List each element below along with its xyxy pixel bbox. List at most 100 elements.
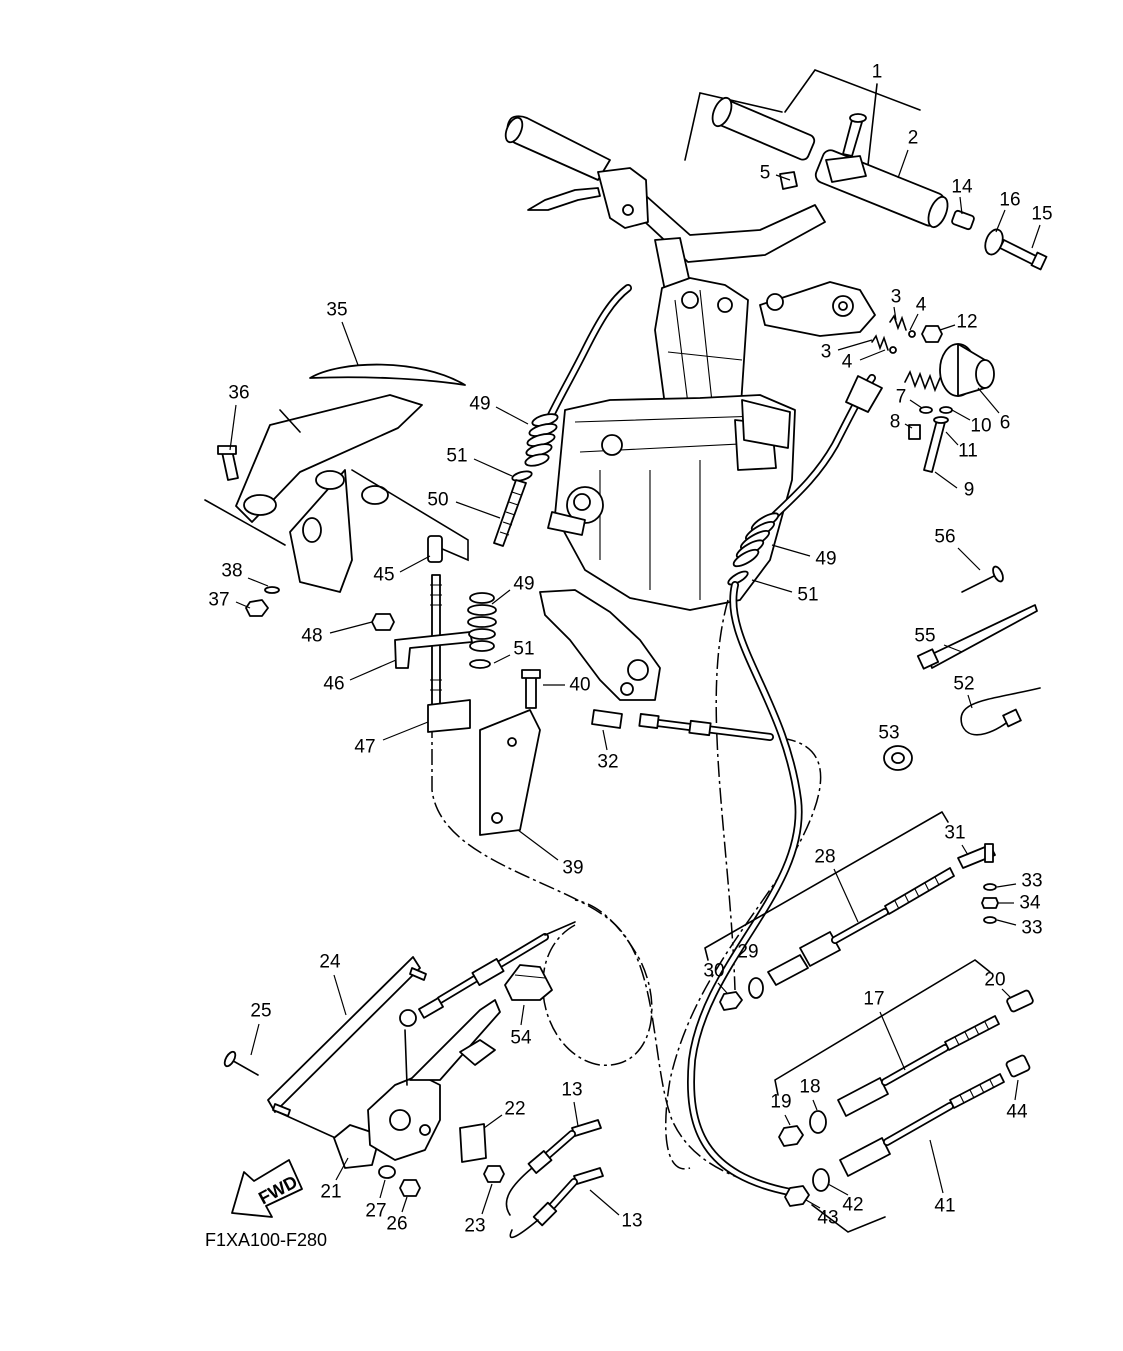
callout-number: 15 <box>1031 204 1052 225</box>
callout-number: 37 <box>208 590 229 611</box>
steering-column-shape <box>741 399 791 449</box>
throttle-lever-assembly-shape <box>389 1109 411 1131</box>
callout-number: 13 <box>621 1211 642 1232</box>
cable-ties-shape <box>891 752 905 764</box>
bracket-assembly <box>204 363 469 617</box>
cable-41-shape <box>811 1204 886 1233</box>
steering-cable-upper-shape <box>499 491 522 536</box>
cable-41-shape <box>959 1079 995 1104</box>
cable-ties-shape <box>992 565 1004 583</box>
callout-number: 43 <box>817 1208 838 1229</box>
steering-column <box>539 277 876 701</box>
cable-17-shape <box>778 1125 804 1147</box>
grip-assembly-shape <box>951 209 975 231</box>
cable-17-shape <box>774 959 991 1096</box>
forward-arrow-icon: FWD <box>231 1159 303 1218</box>
leader-line <box>943 644 963 653</box>
leader-line <box>573 1101 579 1127</box>
steering-column-shape <box>620 682 634 696</box>
throttle-lever-assembly-shape <box>399 1009 417 1027</box>
bracket-assembly-shape <box>243 494 277 516</box>
leader-line <box>977 387 1000 414</box>
leader-line <box>833 868 859 923</box>
callout-number: 3 <box>891 287 902 308</box>
callout-number: 49 <box>815 549 836 570</box>
grip-assembly-shape <box>1030 251 1048 271</box>
leader-line <box>996 883 1017 888</box>
leader-line <box>904 423 913 429</box>
linkage-parts-shape <box>591 709 623 729</box>
linkage-parts <box>371 535 774 836</box>
cable-ties-shape <box>1002 708 1022 728</box>
cable-41-shape <box>884 1103 953 1145</box>
cable-ties-shape <box>916 648 940 670</box>
cable-housing-parts-shape <box>939 406 953 414</box>
cable-ties <box>883 565 1041 771</box>
cable-housing-parts-shape <box>923 419 946 473</box>
leader-line <box>401 1196 408 1213</box>
steering-column-shape <box>627 659 649 681</box>
leader-line <box>959 196 963 215</box>
cable-41-shape <box>839 1137 891 1177</box>
leader-line <box>1001 988 1012 999</box>
throttle-lever-assembly-shape <box>399 1179 421 1197</box>
linkage-parts-shape <box>431 574 441 721</box>
leader-line <box>996 919 1017 926</box>
linkage-parts-shape <box>430 584 442 691</box>
leader-line <box>483 1114 503 1129</box>
callout-number: 40 <box>569 675 590 696</box>
leader-line <box>1031 224 1041 249</box>
cable-routing <box>431 599 822 1193</box>
leader-line <box>329 621 373 634</box>
cable-13-upper-shape <box>505 1167 533 1216</box>
throttle-lever-assembly-shape <box>514 974 546 979</box>
leader-line <box>939 324 956 331</box>
callout-number: 49 <box>513 574 534 595</box>
leader-line <box>602 729 608 751</box>
cable-17-shape <box>954 1021 990 1046</box>
throttle-lever-assembly-shape <box>409 967 427 981</box>
callout-number: 52 <box>953 674 974 695</box>
callout-number: 20 <box>984 970 1005 991</box>
steering-cable-right-shape <box>688 582 801 1195</box>
handlebar-shape <box>527 187 601 211</box>
leader-line <box>751 579 793 593</box>
leader-line <box>957 547 981 571</box>
callout-number: 12 <box>956 312 977 333</box>
leader-line <box>995 209 1006 233</box>
callout-number: 17 <box>863 989 884 1010</box>
bracket-assembly-shape <box>315 470 345 490</box>
bracket-assembly-shape <box>361 485 389 505</box>
linkage-parts-shape <box>491 812 503 824</box>
cable-28-shape <box>748 977 764 999</box>
leader-line <box>893 306 897 321</box>
leader-line <box>909 399 923 409</box>
throttle-lever-assembly-shape <box>418 997 444 1019</box>
bracket-assembly-shape <box>204 409 469 562</box>
forward-arrow-icon-shape <box>231 1159 303 1218</box>
linkage-parts-shape <box>688 719 712 737</box>
throttle-lever-assembly-shape <box>544 921 576 936</box>
callout-number: 21 <box>320 1182 341 1203</box>
linkage-parts-shape <box>638 713 660 729</box>
cable-17-shape <box>1006 989 1034 1013</box>
cable-41-shape <box>1005 1054 1031 1078</box>
cable-housing-parts-shape <box>889 346 897 354</box>
linkage-parts-shape <box>468 628 496 640</box>
leader-line <box>961 844 969 856</box>
callout-number: 48 <box>301 626 322 647</box>
leader-line <box>250 1023 260 1056</box>
leader-line <box>349 659 397 681</box>
callout-number: 9 <box>964 480 975 501</box>
cable-housing-parts-shape <box>908 424 921 440</box>
leader-line <box>473 458 513 477</box>
steering-column-shape <box>838 301 848 311</box>
grip-assembly-shape <box>842 119 863 157</box>
steering-column-shape <box>547 511 586 536</box>
leader-line <box>929 1139 944 1194</box>
diagram-code: F1XA100-F280 <box>205 1230 327 1250</box>
cable-41-shape <box>812 1168 830 1192</box>
cable-ties-shape <box>960 687 1041 736</box>
throttle-lever-assembly-shape <box>459 1039 496 1066</box>
